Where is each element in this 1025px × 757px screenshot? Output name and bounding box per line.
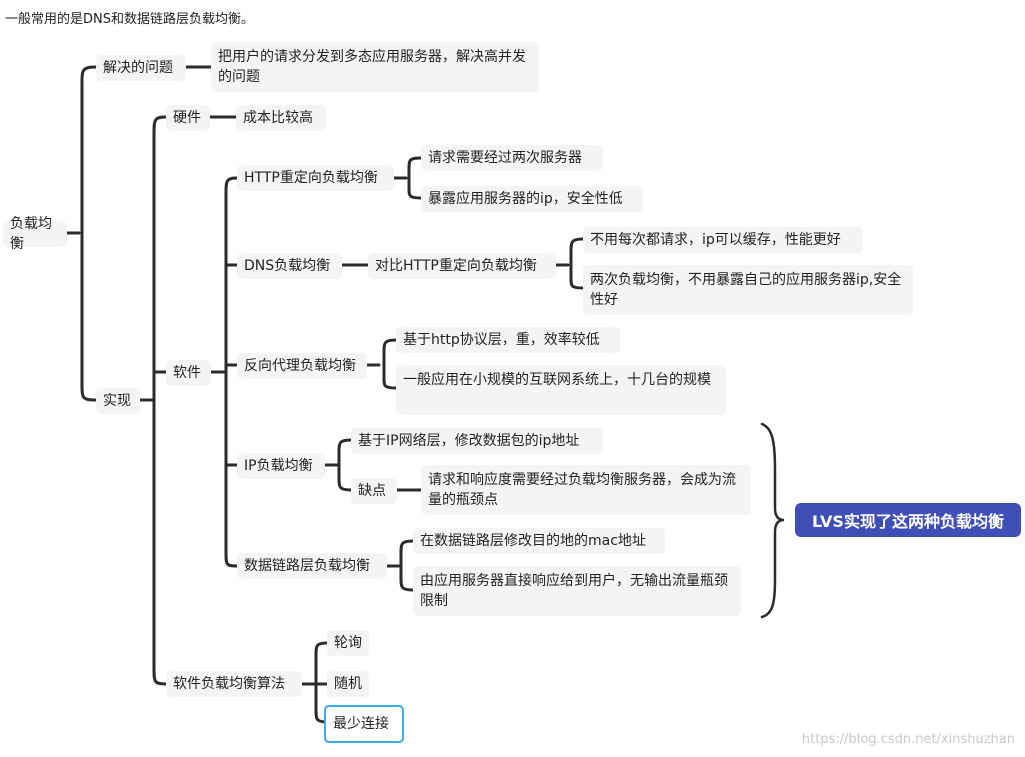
algorithm-item-text: 最少连接: [333, 716, 389, 732]
http-item-text: 请求需要经过两次服务器: [428, 150, 582, 166]
ip-label: IP负载均衡: [244, 458, 313, 474]
ip-flaw-label: 缺点: [358, 483, 386, 499]
ip-node[interactable]: IP负载均衡: [237, 453, 325, 479]
root-node[interactable]: 负载均衡: [3, 216, 67, 252]
dns-compare-text: 对比HTTP重定向负载均衡: [375, 258, 537, 274]
hardware-note-text: 成本比较高: [243, 110, 313, 126]
http-node[interactable]: HTTP重定向负载均衡: [237, 165, 394, 191]
dns-item-text: 不用每次都请求，ip可以缓存，性能更好: [590, 232, 841, 248]
impl-node[interactable]: 实现: [96, 388, 140, 414]
proxy-item-node[interactable]: 基于http协议层，重，效率较低: [396, 327, 620, 353]
lvs-note-badge[interactable]: LVS实现了这两种负载均衡: [795, 503, 1021, 537]
ip-flaw-desc-node[interactable]: 请求和响应度需要经过负载均衡服务器，会成为流量的瓶颈点: [421, 465, 751, 515]
algorithm-node[interactable]: 软件负载均衡算法: [166, 671, 302, 697]
datalink-item-text: 在数据链路层修改目的地的mac地址: [420, 533, 646, 549]
intro-text: 一般常用的是DNS和数据链路层负载均衡。: [5, 12, 254, 27]
ip-flaw-desc-text: 请求和响应度需要经过负载均衡服务器，会成为流量的瓶颈点: [428, 472, 736, 508]
lvs-note-text: LVS实现了这两种负载均衡: [812, 512, 1004, 531]
problem-desc-node[interactable]: 把用户的请求分发到多态应用服务器，解决高并发的问题: [211, 42, 539, 92]
algorithm-label: 软件负载均衡算法: [173, 676, 285, 692]
hardware-label: 硬件: [173, 110, 201, 126]
http-item-text: 暴露应用服务器的ip，安全性低: [428, 191, 623, 207]
ip-item-text: 基于IP网络层，修改数据包的ip地址: [358, 433, 580, 449]
proxy-item-text: 一般应用在小规模的互联网系统上，十几台的规模: [403, 372, 711, 388]
http-item-node[interactable]: 暴露应用服务器的ip，安全性低: [421, 186, 643, 212]
dns-item-node[interactable]: 不用每次都请求，ip可以缓存，性能更好: [583, 227, 863, 253]
datalink-label: 数据链路层负载均衡: [244, 558, 370, 574]
http-item-node[interactable]: 请求需要经过两次服务器: [421, 145, 603, 171]
datalink-item-text: 由应用服务器直接响应给到用户，无输出流量瓶颈限制: [420, 573, 728, 609]
hardware-node[interactable]: 硬件: [166, 105, 210, 131]
problem-node[interactable]: 解决的问题: [96, 55, 186, 81]
root-label: 负载均衡: [10, 216, 52, 252]
problem-label: 解决的问题: [103, 60, 173, 76]
http-label: HTTP重定向负载均衡: [244, 170, 378, 186]
dns-label: DNS负载均衡: [244, 258, 331, 274]
dns-compare-node[interactable]: 对比HTTP重定向负载均衡: [368, 253, 556, 279]
algorithm-item-node[interactable]: 随机: [327, 671, 369, 697]
algorithm-item-node[interactable]: 轮询: [327, 630, 369, 656]
proxy-item-node[interactable]: 一般应用在小规模的互联网系统上，十几台的规模: [396, 365, 726, 415]
algorithm-item-text: 轮询: [334, 635, 362, 651]
datalink-item-node[interactable]: 在数据链路层修改目的地的mac地址: [413, 528, 665, 554]
dns-item-text: 两次负载均衡，不用暴露自己的应用服务器ip,安全性好: [590, 272, 902, 308]
proxy-node[interactable]: 反向代理负载均衡: [237, 353, 367, 379]
impl-label: 实现: [103, 393, 131, 409]
software-label: 软件: [173, 365, 201, 381]
proxy-item-text: 基于http协议层，重，效率较低: [403, 332, 600, 348]
software-node[interactable]: 软件: [166, 360, 211, 386]
ip-flaw-node[interactable]: 缺点: [351, 478, 397, 504]
watermark: https://blog.csdn.net/xinshuzhan: [801, 732, 1015, 747]
algorithm-item-text: 随机: [334, 676, 362, 692]
datalink-node[interactable]: 数据链路层负载均衡: [237, 553, 387, 579]
dns-item-node[interactable]: 两次负载均衡，不用暴露自己的应用服务器ip,安全性好: [583, 265, 913, 315]
hardware-note-node[interactable]: 成本比较高: [236, 105, 326, 131]
ip-item-node[interactable]: 基于IP网络层，修改数据包的ip地址: [351, 428, 603, 454]
datalink-item-node[interactable]: 由应用服务器直接响应给到用户，无输出流量瓶颈限制: [413, 566, 741, 616]
dns-node[interactable]: DNS负载均衡: [237, 253, 342, 279]
problem-desc-text: 把用户的请求分发到多态应用服务器，解决高并发的问题: [218, 49, 526, 85]
algorithm-item-node-selected[interactable]: 最少连接: [324, 705, 404, 743]
proxy-label: 反向代理负载均衡: [244, 358, 356, 374]
